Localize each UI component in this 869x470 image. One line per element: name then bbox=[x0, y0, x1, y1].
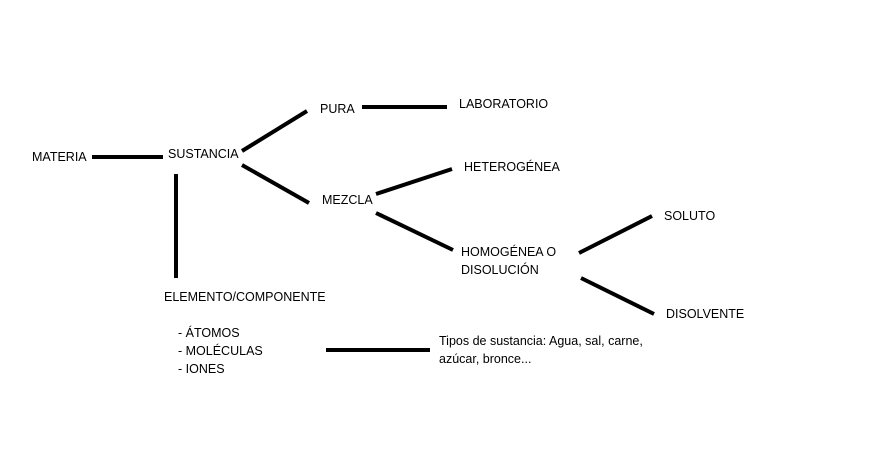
node-laboratorio: LABORATORIO bbox=[459, 97, 549, 111]
node-pura: PURA bbox=[320, 102, 355, 116]
node-disolvente: DISOLVENTE bbox=[666, 307, 745, 321]
node-elemento: ELEMENTO/COMPONENTE bbox=[164, 290, 326, 304]
elemento-items-list: - ÁTOMOS - MOLÉCULAS - IONES bbox=[178, 324, 263, 378]
connector-sustancia-pura bbox=[240, 109, 309, 153]
connector-sustancia-mezcla bbox=[241, 163, 310, 205]
node-tipos-sustancia: Tipos de sustancia: Agua, sal, carne, az… bbox=[439, 332, 643, 368]
node-tipos-line1: Tipos de sustancia: Agua, sal, carne, bbox=[439, 334, 643, 348]
connector-homogenea-disolvente bbox=[580, 276, 655, 316]
node-homogenea-line2: DISOLUCIÓN bbox=[461, 263, 539, 277]
node-mezcla: MEZCLA bbox=[322, 193, 373, 207]
node-tipos-line2: azúcar, bronce... bbox=[439, 352, 532, 366]
connector-mezcla-heterogenea bbox=[375, 167, 453, 196]
node-sustancia: SUSTANCIA bbox=[168, 147, 239, 161]
node-heterogenea: HETEROGÉNEA bbox=[464, 160, 560, 174]
connector-homogenea-soluto bbox=[578, 214, 653, 255]
list-item: - IONES bbox=[178, 362, 225, 376]
node-homogenea-line1: HOMOGÉNEA O bbox=[461, 245, 557, 259]
node-soluto: SOLUTO bbox=[664, 209, 716, 223]
list-item: - MOLÉCULAS bbox=[178, 344, 263, 358]
node-homogenea: HOMOGÉNEA O DISOLUCIÓN bbox=[461, 243, 556, 279]
list-item: - ÁTOMOS bbox=[178, 326, 240, 340]
node-materia: MATERIA bbox=[32, 150, 87, 164]
connector-mezcla-homogenea bbox=[375, 211, 454, 252]
